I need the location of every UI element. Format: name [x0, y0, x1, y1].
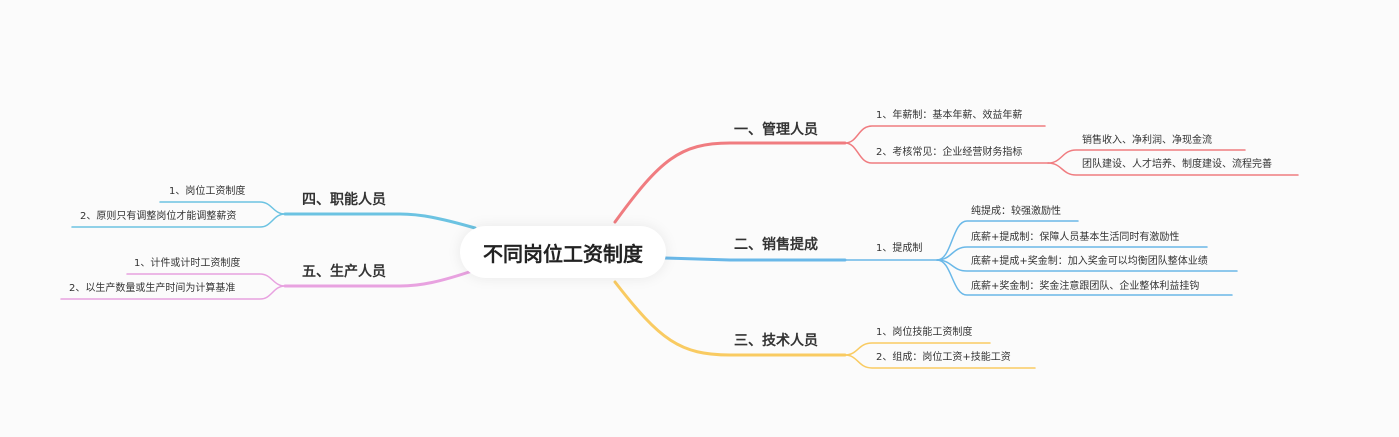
- functional-item-1[interactable]: 1、岗位工资制度: [169, 186, 246, 197]
- connector-management-subitem-1: [1047, 149, 1246, 164]
- connector-management-item-1: [844, 125, 1046, 144]
- branch-production[interactable]: 五、生产人员: [302, 264, 386, 280]
- connector-tech-item-2: [844, 354, 1036, 369]
- functional-item-2[interactable]: 2、原则只有调整岗位才能调整薪资: [80, 211, 237, 222]
- connector-management-subitem-2: [1047, 162, 1299, 176]
- connector-sales-subitem-2: [936, 246, 1208, 261]
- branch-tech[interactable]: 三、技术人员: [734, 333, 818, 349]
- connector-sales-subitem-1: [936, 220, 1079, 261]
- connector-functional: [283, 212, 477, 230]
- branch-functional[interactable]: 四、职能人员: [302, 192, 386, 208]
- branch-sales[interactable]: 二、销售提成: [734, 237, 818, 253]
- branch-management[interactable]: 一、管理人员: [734, 122, 818, 138]
- connector-functional-item-2: [71, 213, 286, 228]
- tech-item-2[interactable]: 2、组成：岗位工资+技能工资: [876, 352, 1011, 363]
- connector-management: [613, 141, 847, 224]
- management-item-2[interactable]: 2、考核常见：企业经营财务指标: [876, 147, 1023, 158]
- connector-tech: [613, 280, 847, 357]
- connector-sales-subitem-4: [936, 259, 1233, 296]
- connector-functional-item-1: [159, 201, 286, 215]
- connector-production: [283, 268, 477, 288]
- management-subitem-1[interactable]: 销售收入、净利润、净现金流: [1082, 135, 1212, 146]
- connector-sales: [663, 256, 847, 262]
- sales-subitem-2[interactable]: 底薪+提成制：保障人员基本生活同时有激励性: [971, 232, 1180, 243]
- management-item-1[interactable]: 1、年薪制：基本年薪、效益年薪: [876, 110, 1023, 121]
- sales-item-1[interactable]: 1、提成制: [876, 243, 923, 254]
- connector-management-item-2: [844, 142, 1049, 164]
- connector-production-item-1: [126, 273, 286, 287]
- sales-subitem-1[interactable]: 纯提成：较强激励性: [971, 206, 1061, 217]
- management-subitem-2[interactable]: 团队建设、人才培养、制度建设、流程完善: [1082, 159, 1272, 170]
- sales-subitem-4[interactable]: 底薪+奖金制：奖金注意跟团队、企业整体利益挂钩: [971, 281, 1200, 292]
- production-item-2[interactable]: 2、以生产数量或生产时间为计算基准: [69, 283, 236, 294]
- production-item-1[interactable]: 1、计件或计时工资制度: [134, 258, 241, 269]
- central-topic[interactable]: 不同岗位工资制度: [460, 226, 666, 278]
- sales-subitem-3[interactable]: 底薪+提成+奖金制：加入奖金可以均衡团队整体业绩: [971, 256, 1208, 267]
- tech-item-1[interactable]: 1、岗位技能工资制度: [876, 327, 973, 338]
- connector-production-item-2: [60, 285, 286, 300]
- connector-tech-item-1: [844, 342, 991, 356]
